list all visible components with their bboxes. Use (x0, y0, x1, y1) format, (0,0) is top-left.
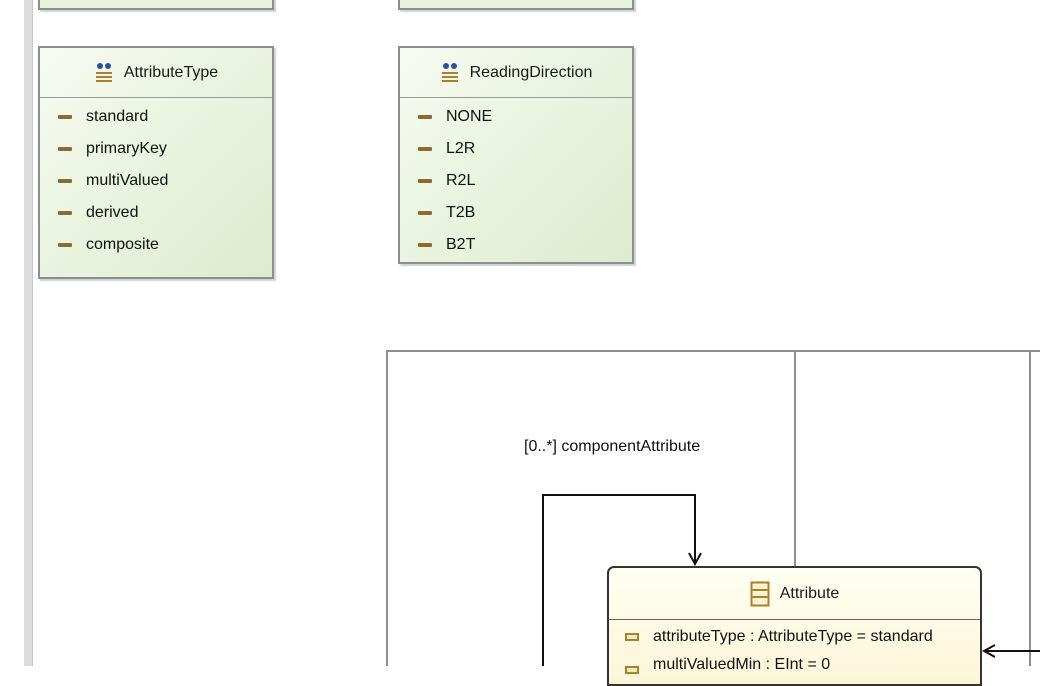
enum-box-top-left-partial[interactable] (38, 0, 274, 10)
class-attribute[interactable]: Attribute attributeType : AttributeType … (607, 566, 982, 686)
enum-literal[interactable]: L2R (400, 133, 632, 165)
attribute-icon (625, 666, 639, 674)
literal-icon (58, 211, 72, 215)
class-header: Attribute (609, 568, 980, 620)
enum-literal[interactable]: T2B (400, 197, 632, 229)
enum-reading-direction[interactable]: ReadingDirection NONE L2R R2L T2B B2T (398, 46, 634, 264)
literal-icon (418, 147, 432, 151)
enum-literal[interactable]: composite (40, 229, 272, 261)
literal-icon (58, 179, 72, 183)
literal-list: standard primaryKey multiValued derived … (40, 98, 272, 261)
literal-icon (418, 243, 432, 247)
attribute-icon (625, 633, 639, 641)
canvas-gutter (0, 0, 24, 666)
enum-header: AttributeType (40, 48, 272, 98)
canvas-ruler (24, 0, 33, 666)
connectors (386, 350, 1040, 666)
enum-box-top-right-partial[interactable] (398, 0, 634, 10)
enum-attribute-type[interactable]: AttributeType standard primaryKey multiV… (38, 46, 274, 279)
enum-name: AttributeType (123, 63, 219, 81)
enum-header: ReadingDirection (400, 48, 632, 98)
literal-icon (58, 243, 72, 247)
reference-label[interactable]: [0..*] componentAttribute (524, 438, 701, 455)
enum-literal[interactable]: derived (40, 197, 272, 229)
literal-list: NONE L2R R2L T2B B2T (400, 98, 632, 261)
class-attribute-row[interactable]: multiValuedMin : EInt = 0 (609, 654, 980, 674)
enum-literal[interactable]: primaryKey (40, 133, 272, 165)
class-name: Attribute (779, 584, 840, 602)
enum-literal[interactable]: multiValued (40, 165, 272, 197)
enum-name: ReadingDirection (469, 63, 593, 81)
enum-literal[interactable]: R2L (400, 165, 632, 197)
class-icon (750, 581, 770, 606)
literal-icon (418, 211, 432, 215)
literal-icon (58, 147, 72, 151)
enum-literal[interactable]: NONE (400, 101, 632, 133)
class-attribute-row[interactable]: attributeType : AttributeType = standard (609, 620, 980, 654)
enumeration-icon (441, 62, 458, 82)
component-attribute-edge (542, 494, 695, 666)
enum-literal[interactable]: B2T (400, 229, 632, 261)
container-outline (386, 350, 1040, 666)
literal-icon (418, 179, 432, 183)
enum-literal[interactable]: standard (40, 101, 272, 133)
enumeration-icon (95, 62, 112, 82)
literal-icon (58, 115, 72, 119)
literal-icon (418, 115, 432, 119)
